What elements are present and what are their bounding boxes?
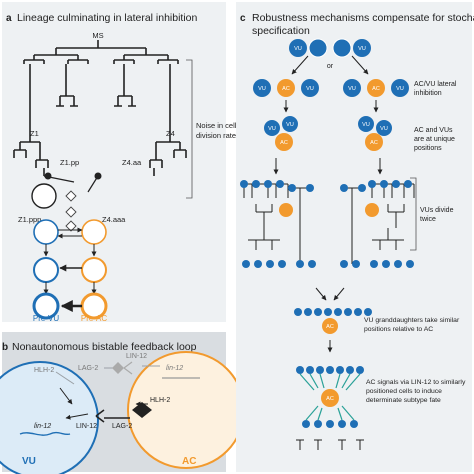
panel-c-title-1: Robustness mechanisms compensate for sto… bbox=[252, 12, 474, 24]
ms-label: MS bbox=[92, 31, 103, 40]
signaling-cluster: AC bbox=[296, 366, 364, 450]
ac-precursor-2 bbox=[81, 257, 107, 283]
vu-cell bbox=[0, 361, 99, 474]
cell-label: VU bbox=[258, 86, 266, 92]
ac-division-right bbox=[365, 203, 379, 217]
acvu-left-top bbox=[308, 38, 328, 58]
z1pp-node bbox=[44, 172, 52, 180]
cell-label: VU bbox=[348, 86, 356, 92]
inhibition-row-labels: VU AC VU VU AC VU bbox=[258, 86, 404, 92]
lag2-top-label: LAG-2 bbox=[78, 365, 98, 372]
pre-vu-cell bbox=[32, 292, 60, 320]
panel-c-letter: c bbox=[240, 13, 246, 24]
vu-precursor-2 bbox=[33, 257, 59, 283]
z4aaa-label: Z4.aaa bbox=[102, 215, 126, 224]
annotation-signals-1: AC signals via LIN-12 to similarly bbox=[366, 379, 466, 386]
vu-cell-label: VU bbox=[22, 456, 36, 467]
cell-label: AC bbox=[280, 140, 288, 146]
annotation-inhibition-1: AC/VU lateral bbox=[414, 81, 457, 88]
annotation-unique-1: AC and VUs bbox=[414, 127, 453, 134]
vu-top-label: VU bbox=[294, 46, 302, 52]
inhibition-row bbox=[253, 79, 409, 97]
hlh2-to-lin12 bbox=[59, 387, 73, 405]
dna-strand bbox=[19, 431, 71, 436]
annotation-divide-1: VUs divide bbox=[420, 207, 454, 214]
cell-label: AC bbox=[282, 86, 290, 92]
z1ppp-cell bbox=[31, 183, 57, 209]
ac-cell-label: AC bbox=[182, 456, 196, 467]
panel-b: b Nonautonomous bistable feedback loop H… bbox=[0, 332, 245, 474]
annotation-signals-3: determinate subtype fate bbox=[366, 397, 441, 404]
cell-label: VU bbox=[268, 126, 276, 132]
ac-granddaughter bbox=[322, 318, 338, 334]
hlh2-right-label: HLH-2 bbox=[150, 397, 170, 404]
panel-a: a Lineage culminating in lateral inhibit… bbox=[2, 2, 240, 323]
lin12-top-label: LIN-12 bbox=[126, 353, 147, 360]
noise-bracket bbox=[186, 59, 193, 199]
lin12-top-icon bbox=[123, 361, 133, 375]
granddaughter-row bbox=[294, 308, 372, 316]
panel-b-title: Nonautonomous bistable feedback loop bbox=[12, 341, 197, 353]
z1ppp-label: Z1.ppp bbox=[18, 215, 41, 224]
cell-label: AC bbox=[372, 86, 380, 92]
or-label: or bbox=[327, 63, 334, 70]
lin12-bottom-label: LIN-12 bbox=[76, 423, 97, 430]
annotation-granddaughters-1: VU granddaughters take similar bbox=[364, 317, 460, 324]
cell-label: AC bbox=[370, 140, 378, 146]
z4aa-node bbox=[94, 172, 102, 180]
lineage-tree bbox=[13, 40, 187, 176]
cell-label: VU bbox=[396, 86, 404, 92]
vu-precursor-1 bbox=[33, 219, 59, 245]
panel-c-title-2: specification bbox=[252, 25, 310, 37]
cell-label: VU bbox=[380, 126, 388, 132]
noise-label-1: Noise in cell bbox=[196, 121, 237, 130]
z1-label: Z1 bbox=[30, 129, 39, 138]
z4-label: Z4 bbox=[166, 129, 175, 138]
hlh2-left-label: HLH-2 bbox=[34, 367, 54, 374]
ac-granddaughter-label: AC bbox=[326, 324, 334, 330]
vu-top bbox=[289, 39, 307, 57]
panel-a-letter: a bbox=[6, 13, 12, 24]
pre-ac-label: Pre-AC bbox=[81, 314, 107, 323]
division-dots bbox=[240, 180, 414, 268]
pre-vu-label: Pre-VU bbox=[33, 314, 59, 323]
panel-c: c Robustness mechanisms compensate for s… bbox=[236, 2, 474, 472]
cell-label: VU bbox=[362, 122, 370, 128]
z4aa-label: Z4.aa bbox=[122, 158, 142, 167]
ac-signal-label: AC bbox=[326, 396, 334, 402]
annotation-inhibition-2: inhibition bbox=[414, 90, 442, 97]
acvu-right-top bbox=[332, 38, 352, 58]
panel-b-letter: b bbox=[2, 342, 8, 353]
top-cell-labels: VU VU bbox=[294, 46, 366, 52]
unique-position-clusters bbox=[264, 116, 392, 151]
lin12-receptor-icon bbox=[95, 409, 105, 423]
annotation-granddaughters-2: positions relative to AC bbox=[364, 326, 433, 333]
annotation-signals-2: positioned cells to induce bbox=[366, 388, 442, 395]
vu-top-right-label: VU bbox=[358, 46, 366, 52]
mid-arrows bbox=[273, 158, 383, 175]
divide-bracket bbox=[410, 177, 417, 251]
converge-arrows bbox=[315, 287, 345, 301]
z1pp-label: Z1.pp bbox=[60, 158, 79, 167]
panel-a-title: Lineage culminating in lateral inhibitio… bbox=[17, 12, 198, 24]
ac-division-left bbox=[279, 203, 293, 217]
cluster-labels: VU VU AC VU VU AC bbox=[268, 122, 388, 146]
annotation-unique-3: positions bbox=[414, 145, 442, 152]
lin12-gene-left-label: lin-12 bbox=[34, 423, 51, 430]
annotation-divide-2: twice bbox=[420, 216, 436, 223]
lateral-signal-icons bbox=[65, 190, 77, 232]
lin12-gene-right-label: lin-12 bbox=[166, 365, 183, 372]
lag2-bottom-label: LAG-2 bbox=[112, 423, 132, 430]
noise-label-2: division rates bbox=[196, 131, 240, 140]
lin12-to-gene bbox=[65, 413, 89, 420]
cell-label: VU bbox=[286, 122, 294, 128]
top-arrows bbox=[283, 55, 379, 113]
vu-top-right bbox=[353, 39, 371, 57]
annotation-unique-2: are at unique bbox=[414, 136, 455, 143]
lag2-top-icon bbox=[112, 362, 124, 374]
cell-label: VU bbox=[306, 86, 314, 92]
